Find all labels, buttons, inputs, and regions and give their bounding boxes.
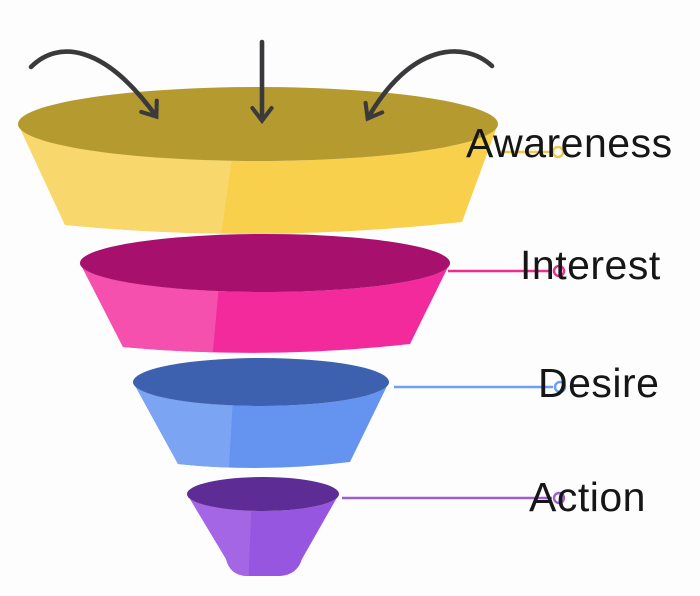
interest-leader-ring-icon	[552, 264, 566, 278]
interest-funnel-top	[80, 234, 450, 292]
desire-label: Desire	[538, 360, 659, 406]
action-funnel-top	[187, 477, 339, 511]
awareness-label: Awareness	[466, 120, 673, 166]
awareness-leader-ring-icon	[551, 145, 565, 159]
interest-label: Interest	[520, 242, 661, 288]
awareness-funnel-top	[18, 87, 498, 161]
inflow-arrow-left-icon	[28, 49, 159, 120]
stage-desire	[133, 358, 389, 469]
inflow-arrows	[28, 39, 495, 125]
desire-funnel-top	[133, 358, 389, 406]
stage-labels: Awareness Interest Desire Action	[466, 120, 673, 520]
desire-leader-ring-icon	[553, 380, 567, 394]
action-label: Action	[529, 474, 646, 520]
inflow-arrow-right-icon	[363, 49, 495, 122]
leader-lines	[342, 145, 567, 505]
action-leader-ring-icon	[552, 491, 566, 505]
stage-interest	[80, 234, 450, 353]
